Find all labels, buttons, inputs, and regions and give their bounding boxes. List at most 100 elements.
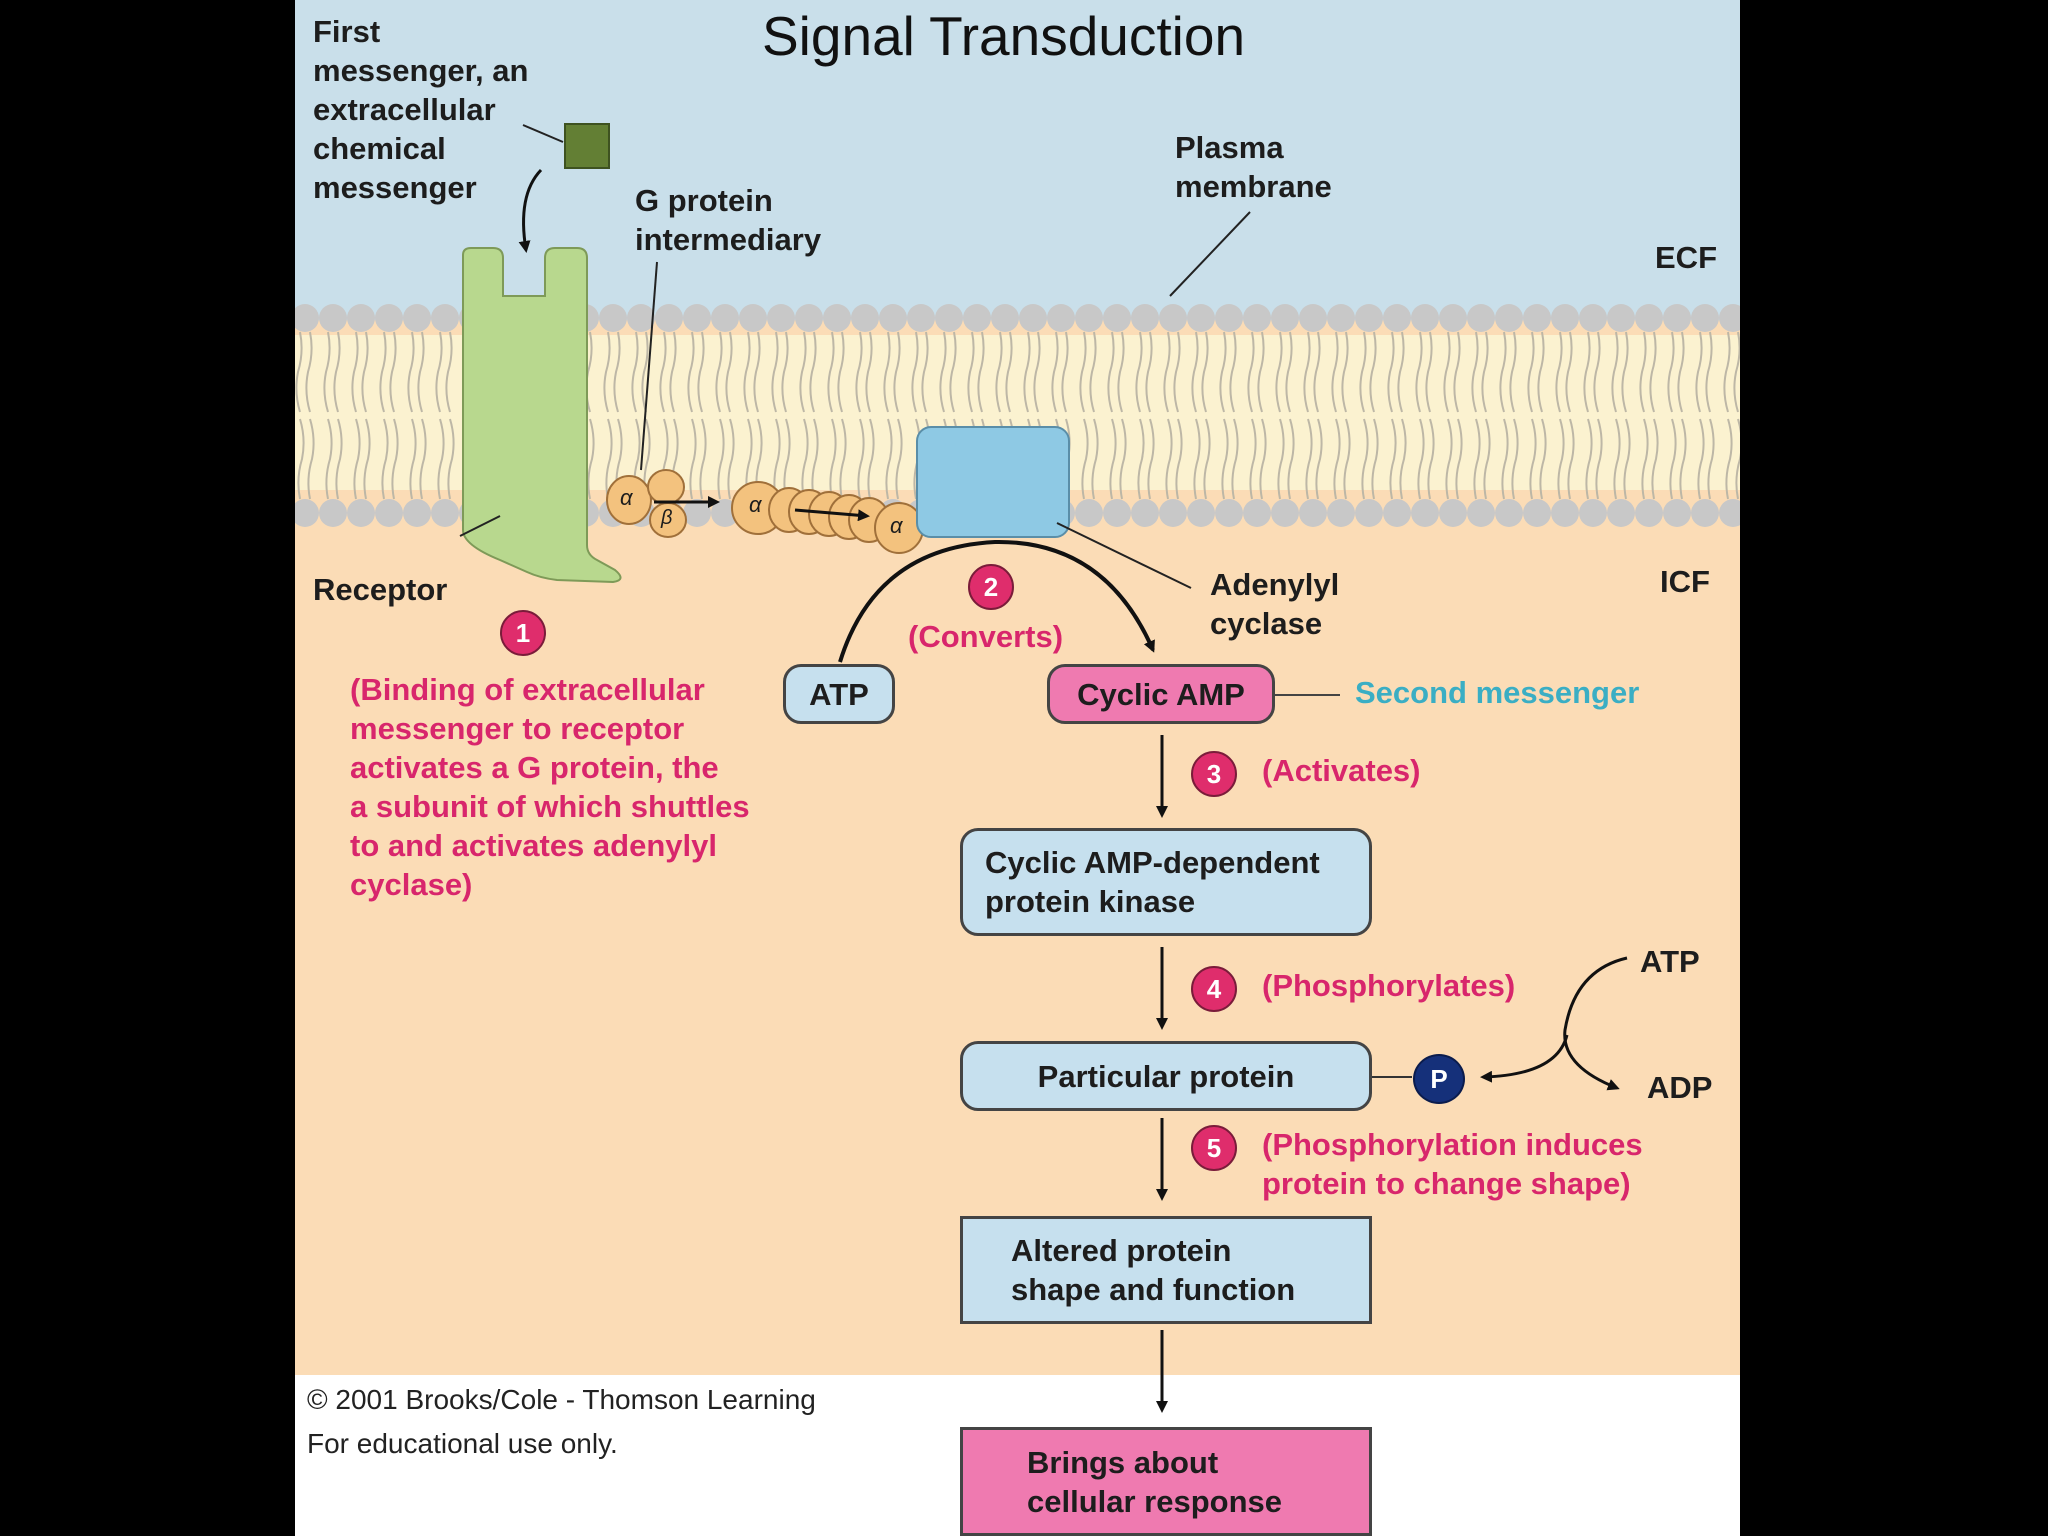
phospholipid-tail (1231, 418, 1239, 500)
phospholipid-tail (1315, 418, 1323, 500)
phospholipid-tail (1455, 418, 1463, 500)
atp-box: ATP (783, 664, 895, 724)
phospholipid-tail (1555, 331, 1563, 413)
phospholipid-head (431, 304, 459, 332)
phospholipid-tail (1051, 331, 1059, 413)
step-5-line: (Phosphorylation induces (1262, 1127, 1643, 1162)
cellular-response-line: cellular response (1027, 1483, 1283, 1519)
phospholipid-head (295, 304, 319, 332)
phospholipid-tail (1333, 418, 1341, 500)
phospholipid-tail (1415, 331, 1423, 413)
phospholipid-tail (1361, 418, 1369, 500)
second-messenger-label: Second messenger (1355, 675, 1640, 710)
step-1-line: (Binding of extracellular (350, 672, 705, 707)
copyright-line: © 2001 Brooks/Cole - Thomson Learning (307, 1384, 816, 1415)
plasma-membrane-label: Plasma membrane (1175, 128, 1332, 206)
ecf-label: ECF (1655, 240, 1717, 275)
phospholipid-tail (1697, 418, 1705, 500)
first-messenger-line: extracellular (313, 92, 496, 127)
phospholipid-head (1355, 304, 1383, 332)
step-2-text: (Converts) (908, 619, 1064, 654)
phospholipid-head (1691, 304, 1719, 332)
step-1-line: activates a G protein, the (350, 750, 719, 785)
phospholipid-tail (1061, 331, 1069, 413)
phospholipid-tail (783, 418, 791, 500)
adenylyl-cyclase-line: cyclase (1210, 606, 1323, 641)
step-4-text: (Phosphorylates) (1262, 968, 1516, 1003)
phospholipid-tail (1649, 331, 1657, 413)
first-messenger-line: chemical (313, 131, 446, 166)
phospholipid-head (851, 304, 879, 332)
plasma-membrane-line: membrane (1175, 169, 1332, 204)
phospholipid-tail (1107, 331, 1115, 413)
phospholipid-tail (613, 331, 621, 413)
phospholipid-tail (351, 331, 359, 413)
phospholipid-tail (809, 331, 817, 413)
phospholipid-head (683, 304, 711, 332)
phospholipid-tail (1201, 331, 1209, 413)
phospholipid-tail (1613, 418, 1621, 500)
phospholipid-tail (839, 418, 847, 500)
phospholipid-head (1467, 304, 1495, 332)
phospholipid-tail (1277, 418, 1285, 500)
phospholipid-tail (1193, 418, 1201, 500)
phospholipid-head (1663, 304, 1691, 332)
phospholipid-head (1411, 304, 1439, 332)
phospholipid-tail (353, 418, 361, 500)
phospholipid-tail (1471, 331, 1479, 413)
phospholipid-head (1047, 304, 1075, 332)
phospholipid-tail (717, 418, 725, 500)
phospholipid-tail (1639, 331, 1647, 413)
phospholipid-tail (1527, 331, 1535, 413)
step-4-badge: 4 (1191, 966, 1237, 1012)
phospholipid-tail (1425, 331, 1433, 413)
phospholipid-head (1327, 499, 1355, 527)
phospholipid-head (1719, 304, 1740, 332)
phospholipid-tail (603, 331, 611, 413)
adp-label: ADP (1647, 1070, 1713, 1105)
phospholipid-head (319, 499, 347, 527)
phospholipid-tail (1725, 418, 1733, 500)
phospholipid-head (1215, 304, 1243, 332)
phospholipid-tail (1397, 331, 1405, 413)
phospholipid-tail (307, 418, 315, 500)
cellular-response-line: Brings about (1027, 1444, 1219, 1480)
cyclic-amp-box: Cyclic AMP (1047, 664, 1275, 724)
phospholipid-head (599, 304, 627, 332)
phospholipid-head (711, 304, 739, 332)
phospholipid-head (1411, 499, 1439, 527)
phospholipid-head (1131, 499, 1159, 527)
phospholipid-tail (361, 331, 369, 413)
phospholipid-tail (1583, 331, 1591, 413)
altered-protein-line: shape and function (1011, 1272, 1296, 1307)
phospholipid-tail (641, 331, 649, 413)
phospholipid-tail (1539, 418, 1547, 500)
phospholipid-head (1523, 499, 1551, 527)
phospholipid-tail (1585, 418, 1593, 500)
phospholipid-tail (1667, 331, 1675, 413)
step-1-line: a subunit of which shuttles (350, 789, 750, 824)
phospholipid-tail (447, 418, 455, 500)
phospholipid-head (375, 499, 403, 527)
phospholipid-head (1383, 499, 1411, 527)
phospholipid-tail (727, 418, 735, 500)
phospholipid-head (1243, 499, 1271, 527)
alpha-symbol: α (749, 492, 762, 517)
phospholipid-head (1523, 304, 1551, 332)
phospholipid-tail (699, 418, 707, 500)
phospholipid-head (655, 304, 683, 332)
phospholipid-head (1215, 499, 1243, 527)
phospholipid-head (375, 304, 403, 332)
phospholipid-tail (1175, 418, 1183, 500)
phospholipid-tail (1651, 418, 1659, 500)
phospholipid-head (1271, 499, 1299, 527)
phospholipid-tail (1371, 418, 1379, 500)
phospholipid-head (319, 304, 347, 332)
phospholipid-head (1691, 499, 1719, 527)
phospholipid-tail (1173, 331, 1181, 413)
adenylyl-cyclase-line: Adenylyl (1210, 567, 1340, 602)
phospholipid-head (295, 499, 319, 527)
phospholipid-head (1019, 304, 1047, 332)
phospholipid-tail (885, 418, 893, 500)
